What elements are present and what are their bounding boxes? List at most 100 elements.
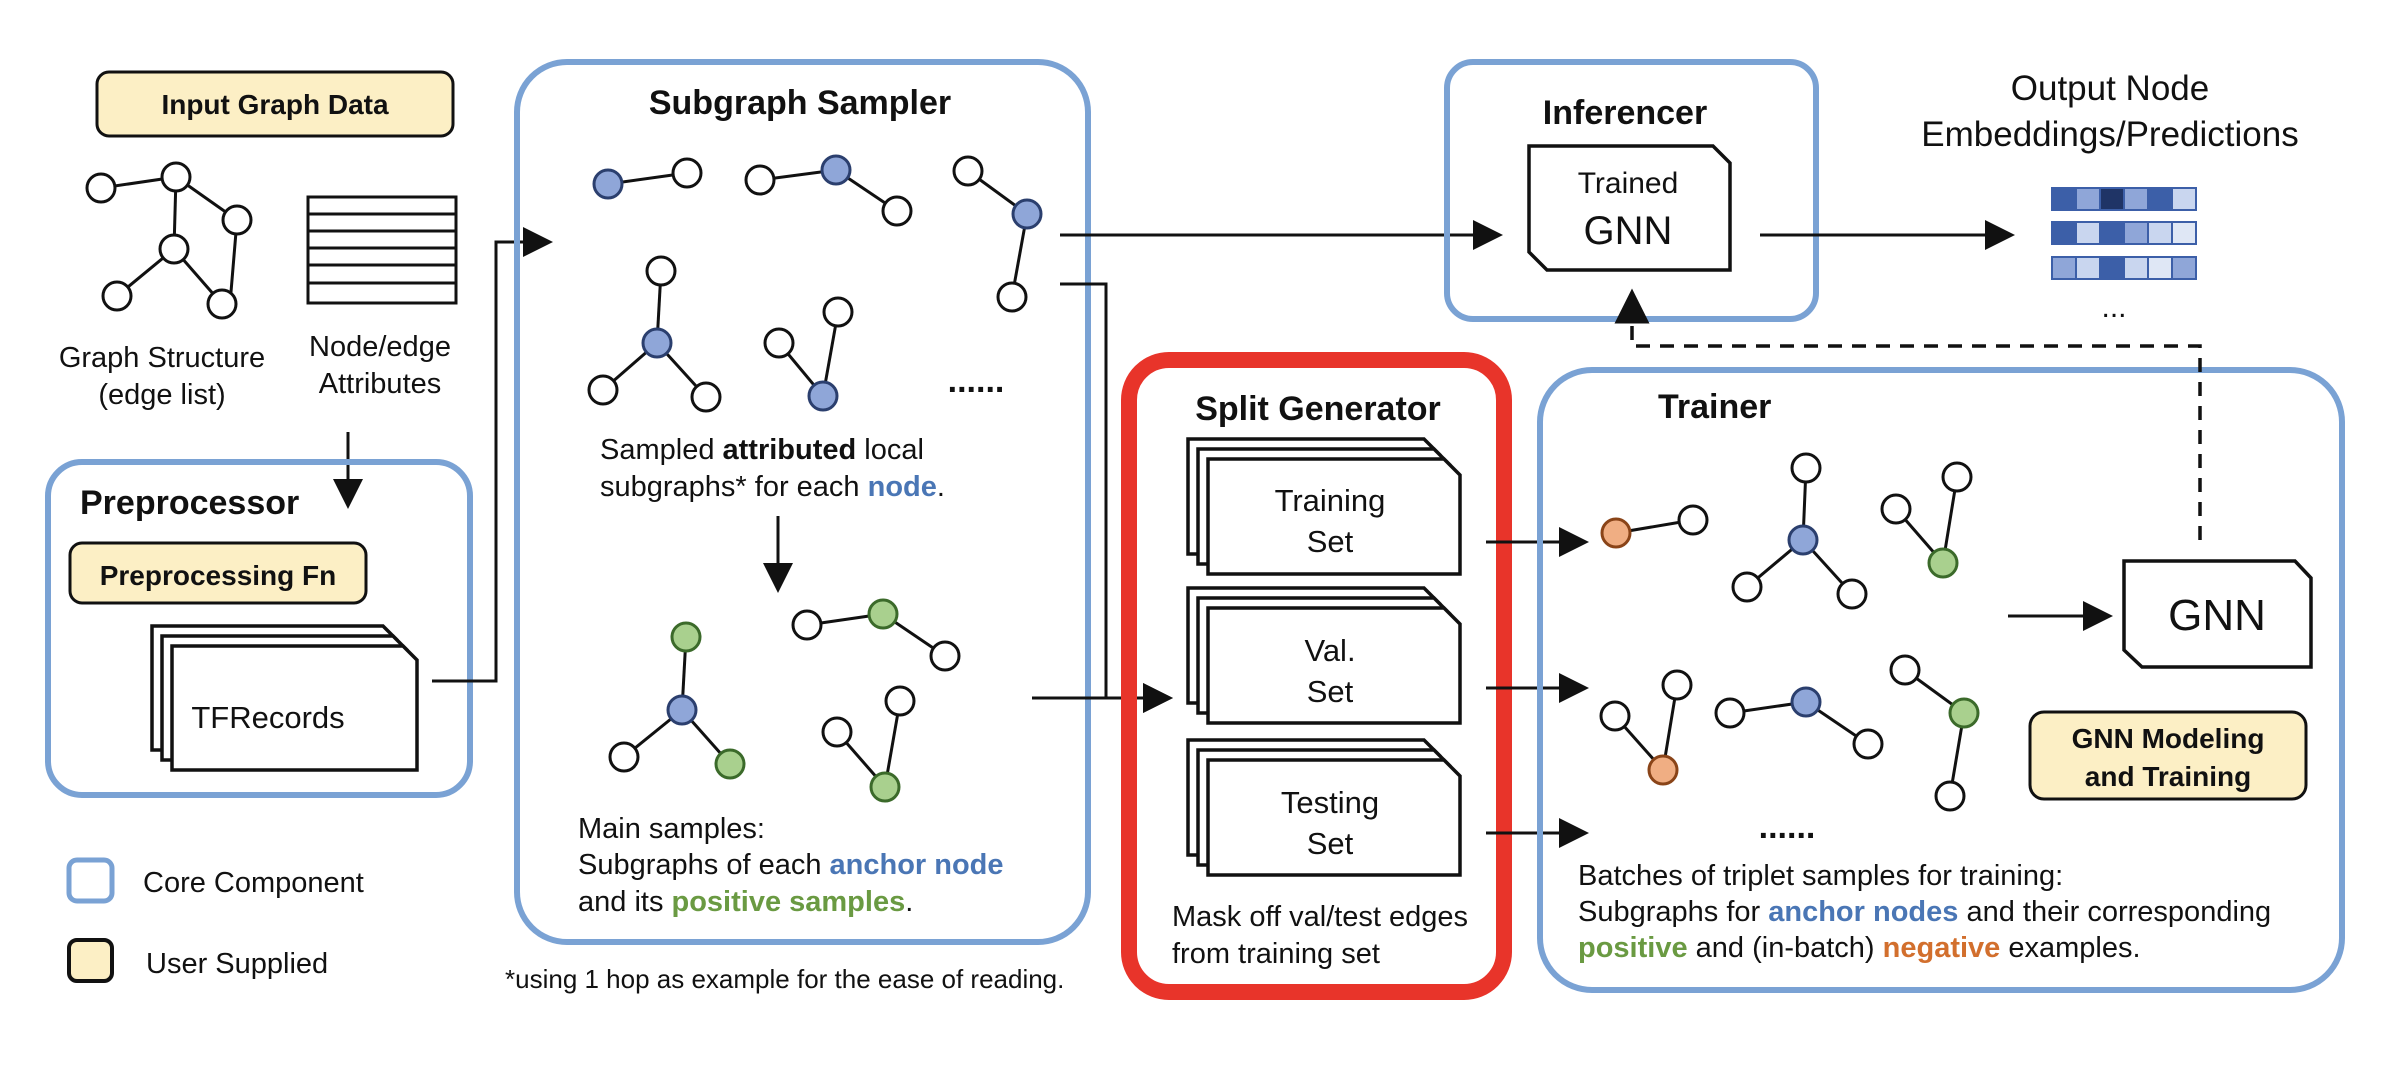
trained-gnn-label: GNN <box>1584 209 1673 253</box>
legend: Core Component User Supplied <box>66 857 364 983</box>
trained-label: Trained <box>1578 167 1679 200</box>
embedding-cell <box>2171 256 2197 280</box>
arrow-trainer-to-inferencer-dashed <box>1614 288 2202 540</box>
testing-set-label-1: Testing <box>1281 785 1379 820</box>
embedding-cell <box>2051 187 2077 211</box>
main-samples-line3: and its positive samples. <box>578 886 913 918</box>
inferencer-title: Inferencer <box>1543 94 1707 132</box>
preprocessing-fn-label: Preprocessing Fn <box>100 560 337 591</box>
main-sample-2 <box>791 598 961 672</box>
input-graph-data: Input Graph Data Graph Structure (edge l… <box>59 70 458 509</box>
sampler-desc-line2: subgraphs* for each node. <box>600 471 945 503</box>
sampled-subgraph-1 <box>592 157 703 200</box>
gnn-modeling-pill <box>2028 710 2308 801</box>
testing-set-stack <box>1186 738 1462 877</box>
output-embeddings: Output Node Embeddings/Predictions ... <box>1921 69 2298 324</box>
gnn-label: GNN <box>2168 591 2266 640</box>
embedding-cell <box>2075 256 2101 280</box>
sampled-subgraph-3 <box>952 155 1043 313</box>
sampled-subgraph-5 <box>763 296 854 412</box>
trainer-subgraph-6 <box>1889 654 1980 812</box>
split-generator-title: Split Generator <box>1195 390 1441 428</box>
input-graph-data-pill <box>95 70 455 138</box>
preprocessing-fn-pill <box>68 541 368 605</box>
preprocessor-box <box>45 459 473 798</box>
trainer-ellipsis: ...... <box>1759 808 1816 846</box>
subgraph-sampler: Subgraph Sampler <box>514 59 1091 945</box>
gnn-modeling-label-2: and Training <box>2085 761 2251 792</box>
sampling-footnote: *using 1 hop as example for the ease of … <box>505 964 1064 994</box>
embedding-cell <box>2171 187 2197 211</box>
input-graph-data-title: Input Graph Data <box>161 89 389 120</box>
embedding-cell <box>2051 256 2077 280</box>
sampled-subgraph-2 <box>744 154 913 227</box>
embedding-cell <box>2147 221 2173 245</box>
split-note-line2: from training set <box>1172 938 1380 970</box>
graph-structure-icon <box>85 161 253 320</box>
trainer-desc-line3: positive and (in-batch) negative example… <box>1578 932 2141 964</box>
sampled-subgraph-4 <box>587 255 722 413</box>
subgraph-sampler-title: Subgraph Sampler <box>649 84 951 122</box>
trainer-subgraph-3 <box>1880 461 1973 579</box>
trainer-subgraph-2 <box>1731 452 1868 610</box>
inferencer: Inferencer Trained GNN <box>1444 59 1819 322</box>
sampler-ellipsis: ...... <box>948 362 1005 400</box>
embedding-cell <box>2099 221 2125 245</box>
split-note-line1: Mask off val/test edges <box>1172 901 1468 933</box>
trainer-title: Trainer <box>1658 388 1771 426</box>
validation-set-label-1: Val. <box>1304 633 1355 668</box>
embedding-vectors <box>2051 187 2197 280</box>
trained-gnn-card <box>1527 144 1732 272</box>
embedding-cell <box>2123 187 2149 211</box>
output-title-line2: Embeddings/Predictions <box>1921 115 2298 154</box>
preprocessor-title: Preprocessor <box>80 484 299 522</box>
embedding-cell <box>2075 187 2101 211</box>
embedding-cell <box>2051 221 2077 245</box>
trainer-desc-line2: Subgraphs for anchor nodes and their cor… <box>1578 896 2271 928</box>
validation-set-label-2: Set <box>1307 674 1354 709</box>
trainer-box <box>1537 367 2345 993</box>
main-samples-line2: Subgraphs of each anchor node <box>578 849 1004 881</box>
edge-list-label: (edge list) <box>98 379 225 411</box>
output-title-line1: Output Node <box>2011 69 2209 108</box>
embedding-cell <box>2099 256 2125 280</box>
legend-core-swatch <box>66 857 115 904</box>
subgraph-sampler-box <box>514 59 1091 945</box>
trainer-subgraph-5 <box>1714 686 1884 760</box>
split-generator-box <box>1121 352 1512 1000</box>
preprocessor: Preprocessor Preprocessing Fn TFRecords <box>45 227 553 798</box>
training-set-label-1: Training <box>1275 483 1386 518</box>
legend-core-label: Core Component <box>143 867 364 899</box>
legend-user-label: User Supplied <box>146 948 328 980</box>
output-ellipsis: ... <box>2101 291 2126 324</box>
sampler-desc-line1: Sampled attributed local <box>600 434 924 466</box>
main-sample-1 <box>608 621 746 780</box>
main-sample-3 <box>821 685 916 803</box>
arrow-preprocessor-to-sampler <box>432 227 553 683</box>
embedding-cell <box>2147 256 2173 280</box>
embedding-cell <box>2171 221 2197 245</box>
testing-set-label-2: Set <box>1307 826 1354 861</box>
trainer-desc-line1: Batches of triplet samples for training: <box>1578 860 2063 892</box>
attribute-table-icon <box>306 195 458 305</box>
arrow-sampler-to-split-top <box>1060 282 1173 713</box>
training-set-label-2: Set <box>1307 524 1354 559</box>
embedding-cell <box>2075 221 2101 245</box>
trainer-subgraph-1 <box>1600 504 1709 549</box>
trainer-subgraph-4 <box>1599 669 1693 786</box>
embedding-cell <box>2123 221 2149 245</box>
legend-user-swatch <box>67 938 114 983</box>
node-edge-label: Node/edge <box>309 331 451 363</box>
gnn-modeling-label-1: GNN Modeling <box>2072 723 2265 754</box>
training-set-stack <box>1186 437 1462 576</box>
trainer: Trainer <box>1537 367 2345 993</box>
embedding-cell <box>2099 187 2125 211</box>
tfrecords-label: TFRecords <box>191 700 344 735</box>
attributes-label: Attributes <box>319 368 442 400</box>
graph-structure-label: Graph Structure <box>59 342 265 374</box>
tfrecords-stack <box>150 624 419 772</box>
main-samples-line1: Main samples: <box>578 813 765 845</box>
embedding-cell <box>2123 256 2149 280</box>
validation-set-stack <box>1186 586 1462 725</box>
